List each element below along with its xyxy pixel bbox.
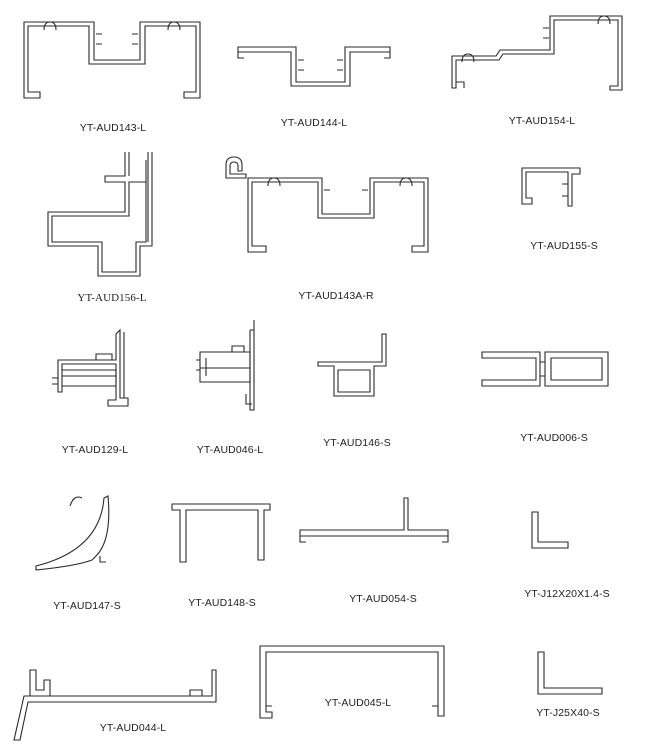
caption-aud129-l: YT-AUD129-L: [61, 444, 129, 456]
profile-drawing-aud155-s: [521, 167, 581, 207]
profile-drawing-j25x40-s: [537, 651, 603, 695]
caption-aud044-l: YT-AUD044-L: [99, 722, 167, 734]
caption-aud045-l: YT-AUD045-L: [324, 697, 392, 709]
caption-j12x20x1-4-s: YT-J12X20X1.4-S: [524, 588, 610, 600]
profile-drawing-aud054-s: [299, 497, 449, 543]
caption-aud154-l: YT-AUD154-L: [508, 115, 576, 127]
profile-drawing-aud147-s: [35, 495, 110, 571]
caption-aud147-s: YT-AUD147-S: [53, 600, 121, 612]
caption-aud146-s: YT-AUD146-S: [323, 437, 391, 449]
caption-aud006-s: YT-AUD006-S: [520, 432, 588, 444]
profile-drawing-aud143a-r: [225, 156, 429, 253]
caption-aud144-l: YT-AUD144-L: [280, 117, 348, 129]
profile-drawing-j12x20-s: [531, 511, 569, 549]
caption-aud143-l: YT-AUD143-L: [79, 122, 147, 134]
profile-drawing-aud044-l: [13, 669, 217, 741]
caption-aud156-l: YT-AUD156-L: [77, 292, 147, 304]
profile-drawing-aud129-l: [52, 328, 129, 407]
caption-j25x40-s: YT-J25X40-S: [536, 707, 600, 719]
caption-aud148-s: YT-AUD148-S: [188, 597, 256, 609]
caption-aud143a-r: YT-AUD143A-R: [298, 290, 374, 302]
profile-drawing-aud148-s: [171, 503, 271, 563]
profile-drawing-aud144-l: [237, 46, 391, 87]
profile-drawing-aud156-l: [47, 152, 153, 277]
profile-drawing-aud046-l: [196, 320, 255, 411]
profile-drawing-aud143-l: [23, 21, 201, 99]
profile-drawing-aud146-s: [317, 333, 387, 397]
profile-drawing-aud045-l: [259, 645, 445, 719]
profile-drawing-aud154-l: [451, 15, 623, 91]
caption-aud046-l: YT-AUD046-L: [196, 444, 264, 456]
caption-aud155-s: YT-AUD155-S: [530, 240, 598, 252]
profile-drawing-aud006-s: [481, 351, 609, 387]
caption-aud054-s: YT-AUD054-S: [349, 593, 417, 605]
